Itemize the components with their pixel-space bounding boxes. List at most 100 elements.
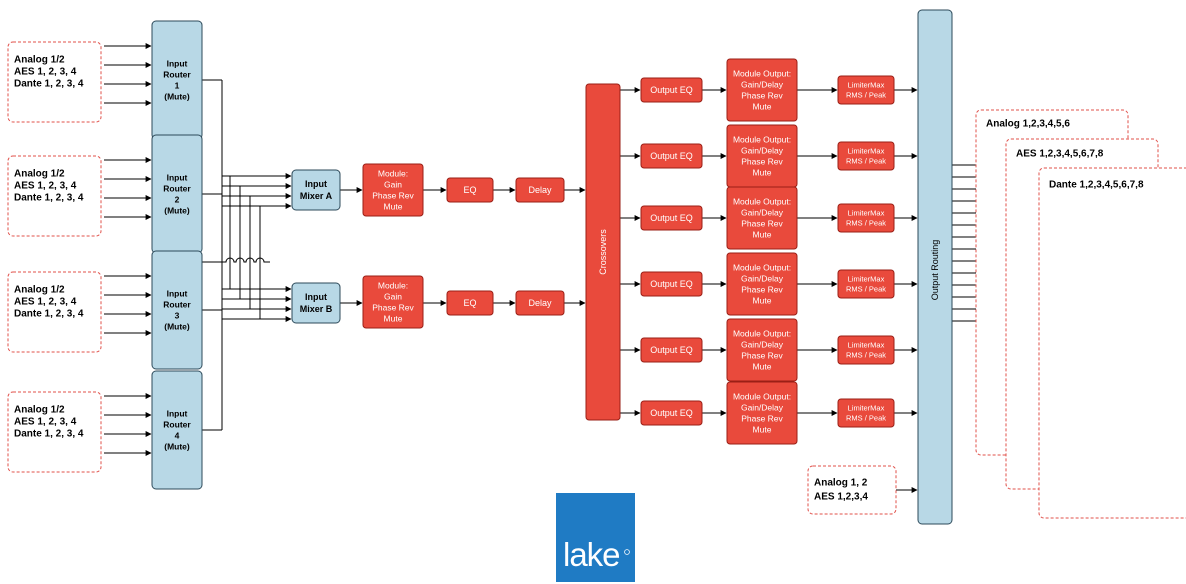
output-destination-label-line: Dante 1,2,3,4,5,6,7,8 bbox=[1049, 180, 1144, 191]
limiter-block-5 bbox=[837, 335, 895, 365]
module-output-label-line: Phase Rev bbox=[741, 91, 783, 101]
output-eq-label-line: Output EQ bbox=[650, 213, 693, 223]
output-destination-label-line: AES 1,2,3,4,5,6,7,8 bbox=[1016, 149, 1104, 160]
module-output-label-line: Module Output: bbox=[733, 392, 791, 402]
output-eq-label-line: Output EQ bbox=[650, 151, 693, 161]
module-output-block-4 bbox=[726, 252, 798, 316]
module-output-label-line: Phase Rev bbox=[741, 285, 783, 295]
limiter-label-line: RMS / Peak bbox=[846, 351, 886, 360]
output-eq-label-line: Output EQ bbox=[650, 345, 693, 355]
eq-label-line: EQ bbox=[463, 298, 476, 308]
limiter-label-line: RMS / Peak bbox=[846, 219, 886, 228]
limiter-block-1 bbox=[837, 75, 895, 105]
input-router-label-line: Router bbox=[163, 420, 191, 430]
input-source-label-line: AES 1, 2, 3, 4 bbox=[14, 297, 77, 308]
input-router-label-line: Input bbox=[167, 173, 188, 183]
output-destination-label: AES 1,2,3,4,5,6,7,8 bbox=[1016, 149, 1104, 160]
delay-block-2 bbox=[515, 290, 565, 316]
input-router-label-line: Input bbox=[167, 409, 188, 419]
module-output-label-line: Module Output: bbox=[733, 197, 791, 207]
limiter-label-line: LimiterMax bbox=[848, 81, 885, 90]
module-output-label-line: Gain/Delay bbox=[741, 403, 784, 413]
limiter-block-2 bbox=[837, 141, 895, 171]
output-eq-label: Output EQ bbox=[650, 408, 693, 418]
input-router-4 bbox=[151, 370, 203, 490]
input-source-group-4 bbox=[7, 391, 102, 473]
output-eq-label-line: Output EQ bbox=[650, 408, 693, 418]
limiter-block-4 bbox=[837, 269, 895, 299]
limiter-block-3 bbox=[837, 203, 895, 233]
module-output-label-line: Gain/Delay bbox=[741, 146, 784, 156]
output-destination-group-3 bbox=[1038, 167, 1186, 519]
registered-mark-icon bbox=[624, 549, 630, 555]
input-router-label-line: (Mute) bbox=[164, 206, 190, 216]
input-source-group-1 bbox=[7, 41, 102, 123]
mixer-label-line: Input bbox=[305, 292, 327, 302]
input-router-label-line: 2 bbox=[175, 195, 180, 205]
output-destination-label: Dante 1,2,3,4,5,6,7,8 bbox=[1049, 180, 1144, 191]
module-output-label-line: Module Output: bbox=[733, 329, 791, 339]
module-output-block-5 bbox=[726, 318, 798, 382]
output-eq-label-line: Output EQ bbox=[650, 279, 693, 289]
lake-logo-text: lake bbox=[563, 536, 620, 573]
output-eq-block-2 bbox=[640, 143, 703, 169]
input-source-label-line: Analog 1/2 bbox=[14, 55, 65, 66]
module-label-line: Mute bbox=[384, 314, 403, 324]
input-source-group-2 bbox=[7, 155, 102, 237]
monitor-source-label-line: Analog 1, 2 bbox=[814, 478, 868, 489]
limiter-label-line: RMS / Peak bbox=[846, 157, 886, 166]
input-router-label-line: 1 bbox=[175, 81, 180, 91]
module-output-block-3 bbox=[726, 186, 798, 250]
input-source-label-line: Analog 1/2 bbox=[14, 285, 65, 296]
module-output-block-1 bbox=[726, 58, 798, 122]
input-router-label-line: Input bbox=[167, 289, 188, 299]
module-output-label-line: Phase Rev bbox=[741, 351, 783, 361]
input-router-label-line: Router bbox=[163, 184, 191, 194]
lake-logo-background bbox=[556, 493, 635, 582]
input-router-label-line: 4 bbox=[175, 431, 180, 441]
module-output-block-6 bbox=[726, 381, 798, 445]
input-source-group-3 bbox=[7, 271, 102, 353]
limiter-label-line: LimiterMax bbox=[848, 341, 885, 350]
eq-block-2 bbox=[446, 290, 494, 316]
module-label-line: Module: bbox=[378, 281, 408, 291]
limiter-label-line: LimiterMax bbox=[848, 404, 885, 413]
module-label-line: Module: bbox=[378, 169, 408, 179]
module-output-label-line: Mute bbox=[753, 296, 772, 306]
input-router-label-line: 3 bbox=[175, 311, 180, 321]
input-router-label-line: (Mute) bbox=[164, 322, 190, 332]
input-router-label-line: Router bbox=[163, 300, 191, 310]
module-output-label-line: Mute bbox=[753, 230, 772, 240]
output-routing-block bbox=[917, 9, 953, 525]
limiter-label-line: LimiterMax bbox=[848, 209, 885, 218]
output-eq-label: Output EQ bbox=[650, 85, 693, 95]
eq-label: EQ bbox=[463, 298, 476, 308]
output-destination-label-line: Analog 1,2,3,4,5,6 bbox=[986, 119, 1070, 130]
input-source-label-line: Analog 1/2 bbox=[14, 169, 65, 180]
module-output-label-line: Mute bbox=[753, 362, 772, 372]
delay-label: Delay bbox=[528, 298, 552, 308]
module-label-line: Phase Rev bbox=[372, 191, 414, 201]
input-source-label-line: Dante 1, 2, 3, 4 bbox=[14, 429, 84, 440]
hop-line bbox=[202, 257, 270, 263]
module-output-label-line: Mute bbox=[753, 102, 772, 112]
limiter-block-6 bbox=[837, 398, 895, 428]
limiter-label-line: LimiterMax bbox=[848, 275, 885, 284]
output-eq-label: Output EQ bbox=[650, 345, 693, 355]
mixer-label-line: Mixer A bbox=[300, 191, 333, 201]
delay-label-line: Delay bbox=[528, 185, 552, 195]
module-output-label-line: Gain/Delay bbox=[741, 274, 784, 284]
module-output-label-line: Phase Rev bbox=[741, 157, 783, 167]
limiter-label-line: LimiterMax bbox=[848, 147, 885, 156]
output-eq-label-line: Output EQ bbox=[650, 85, 693, 95]
